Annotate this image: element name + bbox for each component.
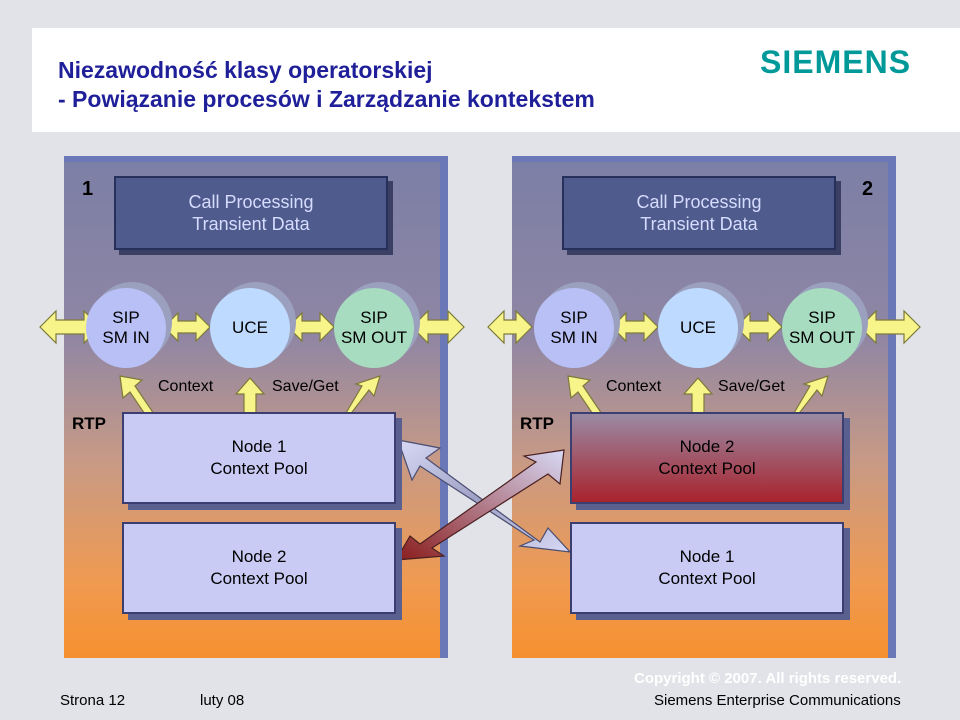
right-sip-uce-arrow [611,311,659,343]
node1-context-label: Context [158,378,214,395]
node1-saveget-label: Save/Get [272,378,339,395]
footer-date: luty 08 [200,692,245,709]
node1-rtp-label: RTP [72,414,106,433]
right-external-arrow [487,309,533,345]
node2-rtp-label: RTP [520,414,554,433]
right-uce-sipout-arrow [735,311,783,343]
footer-copyright: Copyright © 2007. All rights reserved. [634,670,902,687]
panel-number-1: 1 [82,178,94,200]
siemens-logo: SIEMENS [760,44,912,80]
panel-number-2: 2 [862,178,874,200]
node2-saveget-label: Save/Get [718,378,785,395]
left-sip-uce-arrow [163,311,211,343]
node2-context-label: Context [606,378,662,395]
left-uce-sipout-arrow [287,311,335,343]
replication-arrow-node2-to-left [394,449,565,561]
node2-uce: UCE [658,288,738,368]
footer-page-number: Strona 12 [60,692,126,709]
node1-uce: UCE [210,288,290,368]
header-panel [32,28,960,132]
left-sipout-external-arrow [411,309,465,345]
slide-title: Niezawodność klasy operatorskiej - Powią… [58,57,595,112]
footer-company: Siemens Enterprise Communications [654,692,901,709]
right-sipout-external-arrow [859,309,921,345]
